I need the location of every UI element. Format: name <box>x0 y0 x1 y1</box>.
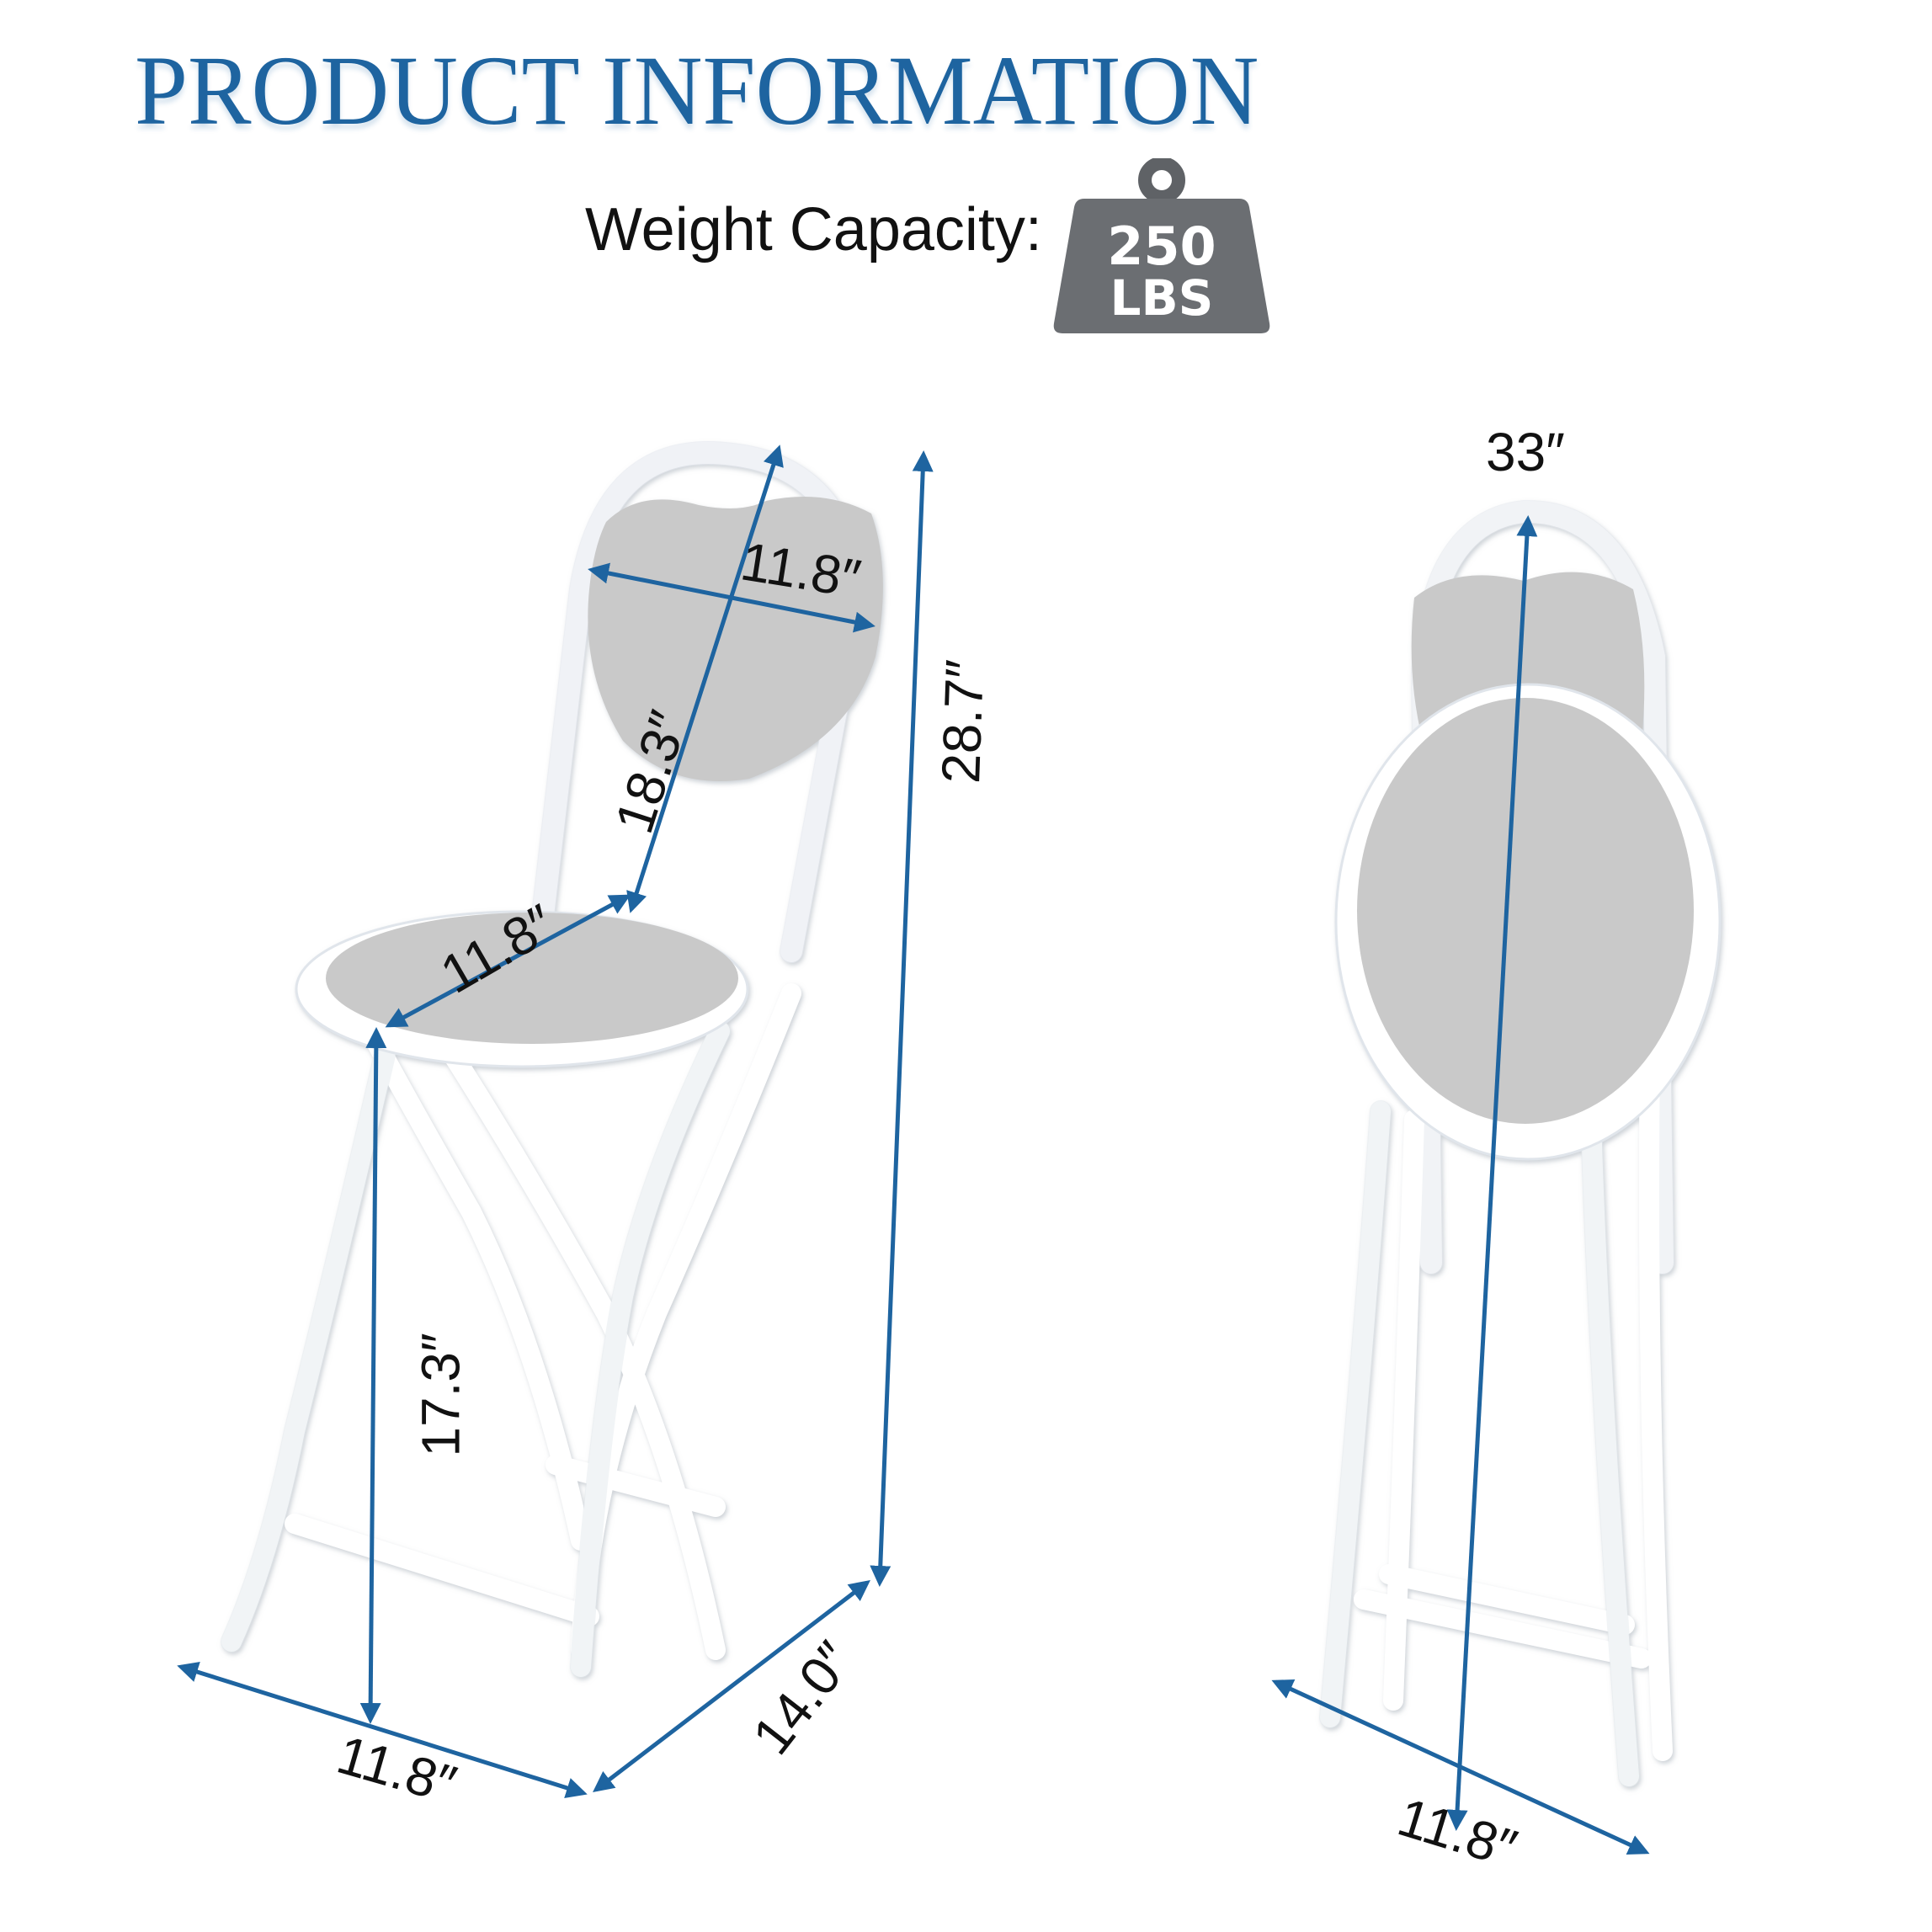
total-height-line <box>870 450 934 1587</box>
seat-height-line <box>359 1027 387 1724</box>
unfolded-chair <box>221 441 883 1678</box>
weight-icon <box>1053 157 1270 333</box>
folded-height-line <box>1446 515 1538 1831</box>
total-height-label: 28.7″ <box>930 658 996 785</box>
seat-diameter-line <box>385 894 631 1028</box>
dimension-lines <box>177 444 1650 1855</box>
weight-unit: LBS <box>1110 269 1214 327</box>
folded-height-label: 33″ <box>1486 422 1565 482</box>
page-title: PRODUCT INFORMATION <box>135 35 1259 146</box>
base-depth-line <box>593 1579 870 1793</box>
weight-badge: 250 LBS <box>1052 157 1271 335</box>
folded-width-line <box>1271 1679 1650 1855</box>
weight-value: 250 <box>1107 216 1216 277</box>
seat-height-label: 17.3″ <box>410 1333 471 1457</box>
base-width-line <box>177 1662 588 1798</box>
backrest-height-line <box>626 444 784 913</box>
weight-capacity-label: Weight Capacity: <box>585 196 1042 263</box>
folded-chair <box>1319 499 1722 1787</box>
